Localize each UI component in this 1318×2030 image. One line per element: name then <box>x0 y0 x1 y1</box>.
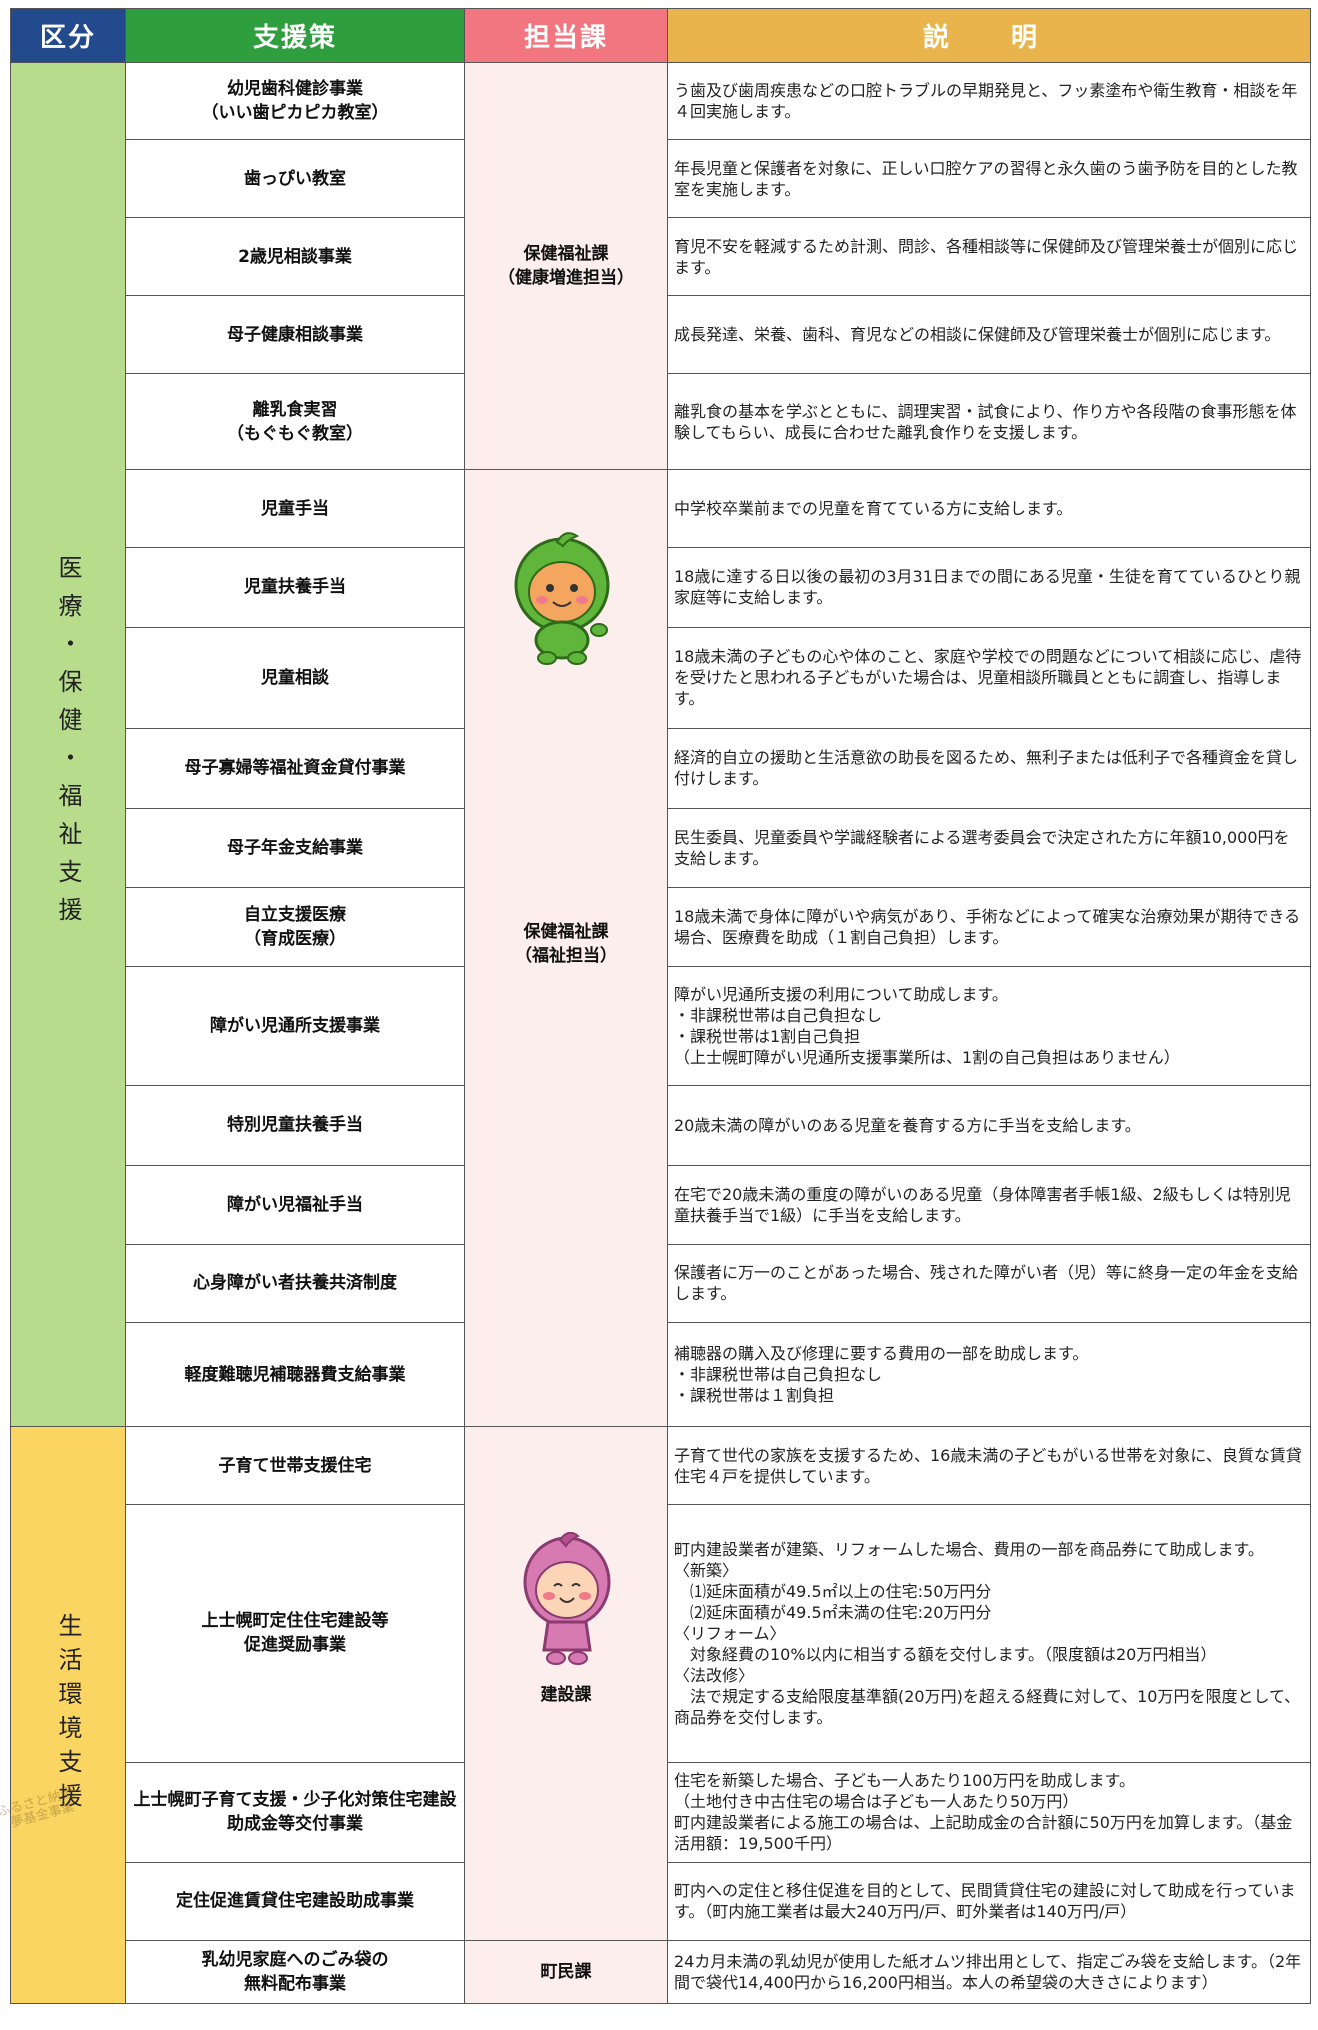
table-row: 軽度難聴児補聴器費支給事業 補聴器の購入及び修理に要する費用の一部を助成します。… <box>11 1322 1311 1427</box>
support-desc: 中学校卒業前までの児童を育てている方に支給します。 <box>667 468 1311 549</box>
support-desc: 18歳未満の子どもの心や体のこと、家庭や学校での問題などについて相談に応じ、虐待… <box>667 626 1311 730</box>
category-medical: 医療・保健・福祉支援 <box>10 62 126 1427</box>
support-desc: 子育て世代の家族を支援するため、16歳未満の子どもがいる世帯を対象に、良質な賃貸… <box>667 1425 1311 1506</box>
dept-health-label: 保健福祉課 （健康増進担当） <box>498 244 634 288</box>
support-desc: 経済的自立の援助と生活意欲の助長を図るため、無利子または低利子で各種資金を貸し付… <box>667 728 1311 809</box>
support-name: 上士幌町定住住宅建設等 促進奨励事業 <box>125 1504 465 1763</box>
table-row: 心身障がい者扶養共済制度 保護者に万一のことがあった場合、残された障がい者（児）… <box>11 1243 1311 1324</box>
support-desc: 18歳に達する日以後の最初の3月31日までの間にある児童・生徒を育てているひとり… <box>667 547 1311 628</box>
table-row: 生活環境支援 子育て世帯支援住宅 <box>10 1425 1311 2004</box>
category-living: 生活環境支援 <box>10 1426 126 2004</box>
dept-welfare: 保健福祉課 （福祉担当） <box>464 469 668 1427</box>
table-row: 定住促進賃貸住宅建設助成事業 町内への定住と移住促進を目的として、民間賃貸住宅の… <box>11 1861 1311 1942</box>
table-row: 上士幌町子育て支援・少子化対策住宅建設助成金等交付事業 住宅を新築した場合、子ど… <box>11 1761 1311 1863</box>
support-desc: 育児不安を軽減するため計測、問診、各種相談等に保健師及び管理栄養士が個別に応じま… <box>667 217 1311 296</box>
table-row: 児童相談 18歳未満の子どもの心や体のこと、家庭や学校での問題などについて相談に… <box>11 626 1311 730</box>
support-name: 自立支援医療 （育成医療） <box>125 886 465 968</box>
support-desc: 住宅を新築した場合、子ども一人あたり100万円を助成します。 （土地付き中古住宅… <box>667 1761 1311 1863</box>
header-setsumei: 説 明 <box>667 8 1311 63</box>
pink-mascot-icon <box>523 1532 611 1665</box>
support-name: 乳幼児家庭へのごみ袋の 無料配布事業 <box>125 1940 465 2004</box>
support-desc: 20歳未満の障がいのある児童を養育する方に手当を支給します。 <box>667 1085 1311 1166</box>
support-name: 軽度難聴児補聴器費支給事業 <box>125 1322 465 1427</box>
dept-health: 保健福祉課 （健康増進担当） <box>464 62 668 470</box>
support-name: 2歳児相談事業 <box>125 217 465 296</box>
support-desc: 年長児童と保護者を対象に、正しい口腔ケアの習得と永久歯のう歯予防を目的とした教室… <box>667 139 1311 218</box>
table-row: 2歳児相談事業 育児不安を軽減するため計測、問診、各種相談等に保健師及び管理栄養… <box>11 217 1311 296</box>
support-desc: う歯及び歯周疾患などの口腔トラブルの早期発見と、フッ素塗布や衛生教育・相談を年４… <box>667 62 1311 140</box>
table-row: 離乳食実習 （もぐもぐ教室） 離乳食の基本を学ぶとともに、調理実習・試食により、… <box>11 373 1311 470</box>
table-row: 上士幌町定住住宅建設等 促進奨励事業 町内建設業者が建築、リフォームした場合、費… <box>11 1504 1311 1763</box>
header-kubun: 区分 <box>10 8 126 63</box>
support-name: 特別児童扶養手当 <box>125 1085 465 1166</box>
header-tanto: 担当課 <box>464 8 668 63</box>
support-name: 児童手当 <box>125 468 465 549</box>
dept-town: 町民課 <box>464 1940 668 2004</box>
table-row: 医療・保健・福祉支援 幼児歯科健診事業 （いい歯ピカピカ教室） 保健福祉課 （健… <box>10 62 1311 1427</box>
support-name: 上士幌町子育て支援・少子化対策住宅建設助成金等交付事業 <box>125 1761 465 1863</box>
support-desc: 民生委員、児童委員や学識経験者による選考委員会で決定された方に年額10,000円… <box>667 807 1311 888</box>
table-row: 乳幼児家庭へのごみ袋の 無料配布事業 町民課 24カ月未満の乳幼児が使用した紙オ… <box>11 1940 1311 2004</box>
header-shien: 支援策 <box>125 8 465 63</box>
dept-construction: 建設課 <box>464 1426 668 1941</box>
support-table: 区分 支援策 担当課 説 明 医療・保健・福祉支援 幼児歯科健診事業 （いい歯ピ… <box>10 8 1311 2004</box>
support-name: 障がい児通所支援事業 <box>125 966 465 1087</box>
green-mascot-icon <box>514 532 610 665</box>
support-name: 歯っぴい教室 <box>125 139 465 218</box>
support-desc: 18歳未満で身体に障がいや病気があり、手術などによって確実な治療効果が期待できる… <box>667 886 1311 968</box>
table-row: 児童手当 <box>11 468 1311 1427</box>
table-row: 歯っぴい教室 年長児童と保護者を対象に、正しい口腔ケアの習得と永久歯のう歯予防を… <box>11 139 1311 218</box>
table-row: 障がい児福祉手当 在宅で20歳未満の重度の障がいのある児童（身体障害者手帳1級、… <box>11 1164 1311 1245</box>
dept-welfare-label: 保健福祉課 （福祉担当） <box>515 922 617 966</box>
support-name: 心身障がい者扶養共済制度 <box>125 1243 465 1324</box>
support-desc: 離乳食の基本を学ぶとともに、調理実習・試食により、作り方や各段階の食事形態を体験… <box>667 373 1311 470</box>
support-name: 母子健康相談事業 <box>125 295 465 374</box>
support-desc: 町内建設業者が建築、リフォームした場合、費用の一部を商品券にて助成します。 〈新… <box>667 1504 1311 1763</box>
support-name: 児童扶養手当 <box>125 547 465 628</box>
support-desc: 24カ月未満の乳幼児が使用した紙オムツ排出用として、指定ごみ袋を支給します。（2… <box>667 1940 1311 2004</box>
header-row: 区分 支援策 担当課 説 明 <box>10 8 1311 63</box>
table-row: 障がい児通所支援事業 障がい児通所支援の利用について助成します。 ・非課税世帯は… <box>11 966 1311 1087</box>
support-name: 幼児歯科健診事業 （いい歯ピカピカ教室） <box>125 62 465 140</box>
support-desc: 在宅で20歳未満の重度の障がいのある児童（身体障害者手帳1級、2級もしくは特別児… <box>667 1164 1311 1245</box>
table-row: 児童扶養手当 18歳に達する日以後の最初の3月31日までの間にある児童・生徒を育… <box>11 547 1311 628</box>
category-living-label: 生活環境支援 <box>54 1613 82 1817</box>
support-name: 定住促進賃貸住宅建設助成事業 <box>125 1861 465 1942</box>
support-name: 子育て世帯支援住宅 <box>125 1425 465 1506</box>
support-name: 障がい児福祉手当 <box>125 1164 465 1245</box>
support-name: 母子年金支給事業 <box>125 807 465 888</box>
support-name: 離乳食実習 （もぐもぐ教室） <box>125 373 465 470</box>
table-row: 特別児童扶養手当 20歳未満の障がいのある児童を養育する方に手当を支給します。 <box>11 1085 1311 1166</box>
support-name: 母子寡婦等福祉資金貸付事業 <box>125 728 465 809</box>
support-desc: 障がい児通所支援の利用について助成します。 ・非課税世帯は自己負担なし ・課税世… <box>667 966 1311 1087</box>
support-desc: 町内への定住と移住促進を目的として、民間賃貸住宅の建設に対して助成を行っています… <box>667 1861 1311 1942</box>
table-row: 母子年金支給事業 民生委員、児童委員や学識経験者による選考委員会で決定された方に… <box>11 807 1311 888</box>
support-desc: 保護者に万一のことがあった場合、残された障がい者（児）等に終身一定の年金を支給し… <box>667 1243 1311 1324</box>
category-medical-label: 医療・保健・福祉支援 <box>54 554 82 935</box>
table-row: 自立支援医療 （育成医療） 18歳未満で身体に障がいや病気があり、手術などによっ… <box>11 886 1311 968</box>
dept-construction-label: 建設課 <box>540 1685 592 1705</box>
support-desc: 成長発達、栄養、歯科、育児などの相談に保健師及び管理栄養士が個別に応じます。 <box>667 295 1311 374</box>
support-name: 児童相談 <box>125 626 465 730</box>
support-desc: 補聴器の購入及び修理に要する費用の一部を助成します。 ・非課税世帯は自己負担なし… <box>667 1322 1311 1427</box>
table-row: 母子健康相談事業 成長発達、栄養、歯科、育児などの相談に保健師及び管理栄養士が個… <box>11 295 1311 374</box>
